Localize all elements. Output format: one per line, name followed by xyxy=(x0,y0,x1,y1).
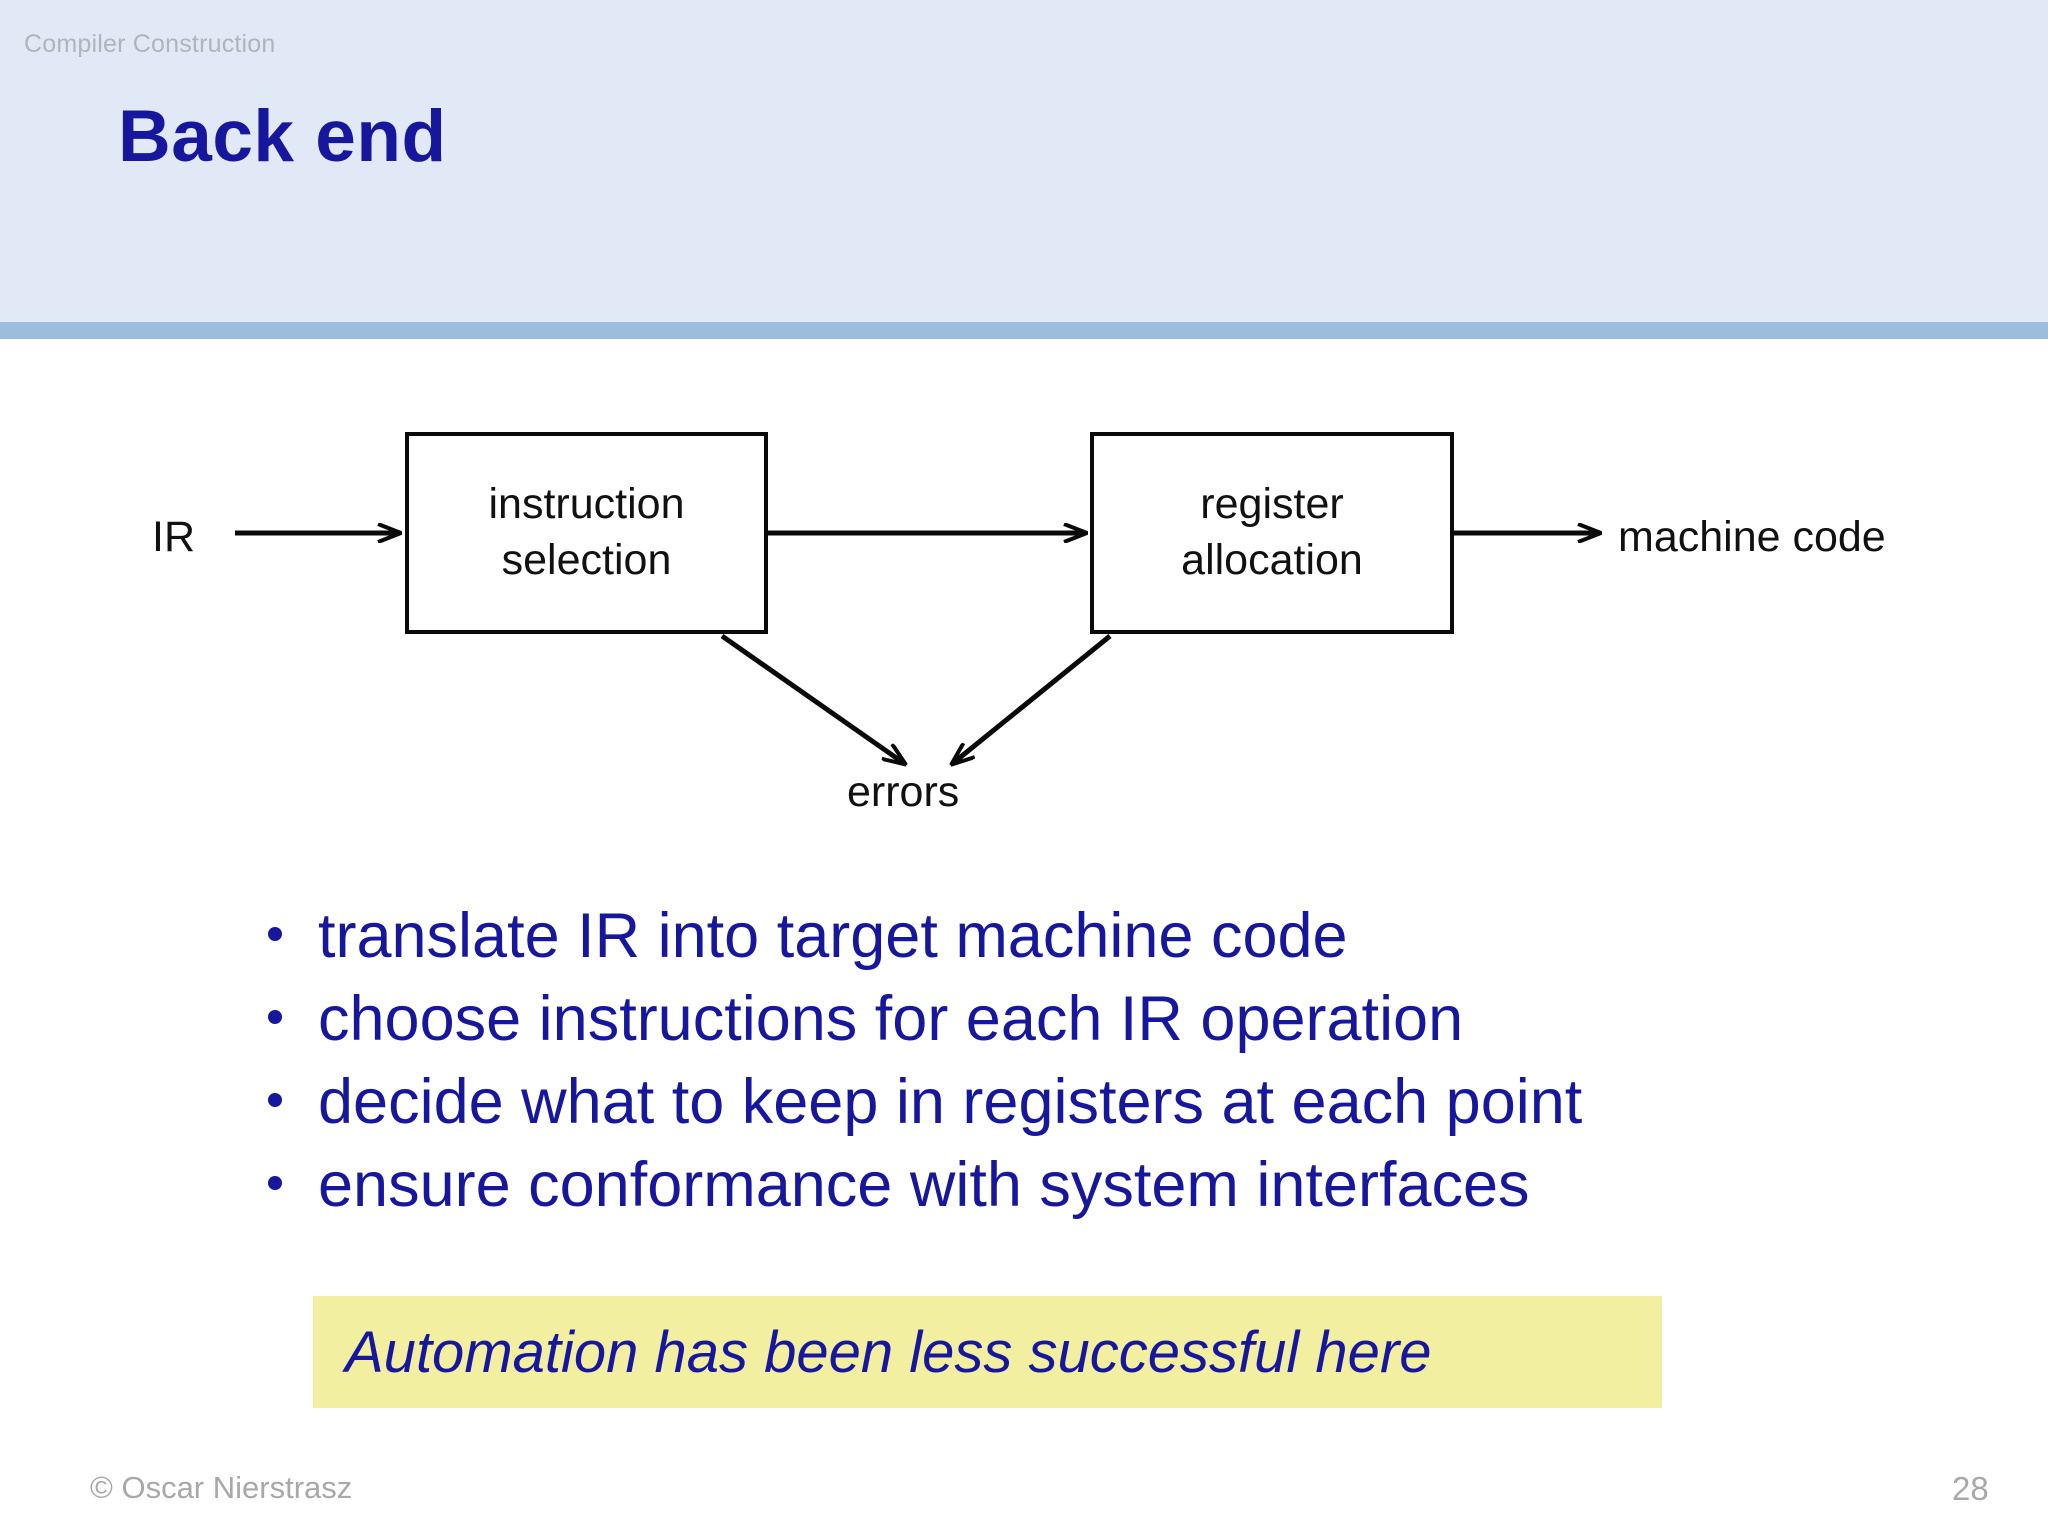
list-item: decide what to keep in registers at each… xyxy=(268,1066,1868,1149)
course-name-label: Compiler Construction xyxy=(24,30,276,58)
diagram-box-line-2: allocation xyxy=(1181,536,1363,584)
diagram-label-errors: errors xyxy=(847,768,960,816)
list-item: choose instructions for each IR operatio… xyxy=(268,983,1868,1066)
backend-pipeline-diagram: instruction selection register allocatio… xyxy=(0,339,2048,859)
bullet-dot xyxy=(268,1010,282,1024)
bullet-dot xyxy=(268,927,282,941)
bullet-dot xyxy=(268,1176,282,1190)
diagram-connectors xyxy=(235,339,2048,859)
diagram-box-register-allocation: register allocation xyxy=(1090,432,1454,634)
bullet-text: decide what to keep in registers at each… xyxy=(318,1067,1583,1137)
diagram-box-instruction-selection: instruction selection xyxy=(405,432,768,634)
diagram-box-line-2: selection xyxy=(501,536,672,584)
bullet-dot xyxy=(268,1093,282,1107)
diagram-label-machine-code: machine code xyxy=(1618,513,1886,561)
bullet-text: translate IR into target machine code xyxy=(318,901,1348,971)
callout-text: Automation has been less successful here xyxy=(345,1319,1432,1385)
diagram-label-ir: IR xyxy=(152,513,195,561)
footer-page-number: 28 xyxy=(1952,1470,1989,1507)
bullet-list: translate IR into target machine code ch… xyxy=(268,900,1868,1232)
bullet-text: ensure conformance with system interface… xyxy=(318,1150,1530,1220)
header-band xyxy=(0,0,2048,322)
diagram-box-line-1: instruction xyxy=(488,480,685,529)
list-item: ensure conformance with system interface… xyxy=(268,1149,1868,1232)
highlight-callout: Automation has been less successful here xyxy=(313,1296,1662,1408)
header-divider-rule xyxy=(0,322,2048,339)
bullet-text: choose instructions for each IR operatio… xyxy=(318,984,1464,1054)
footer-copyright: © Oscar Nierstrasz xyxy=(90,1470,353,1505)
page-title: Back end xyxy=(118,96,447,177)
list-item: translate IR into target machine code xyxy=(268,900,1868,983)
diagram-box-line-1: register xyxy=(1200,480,1344,529)
